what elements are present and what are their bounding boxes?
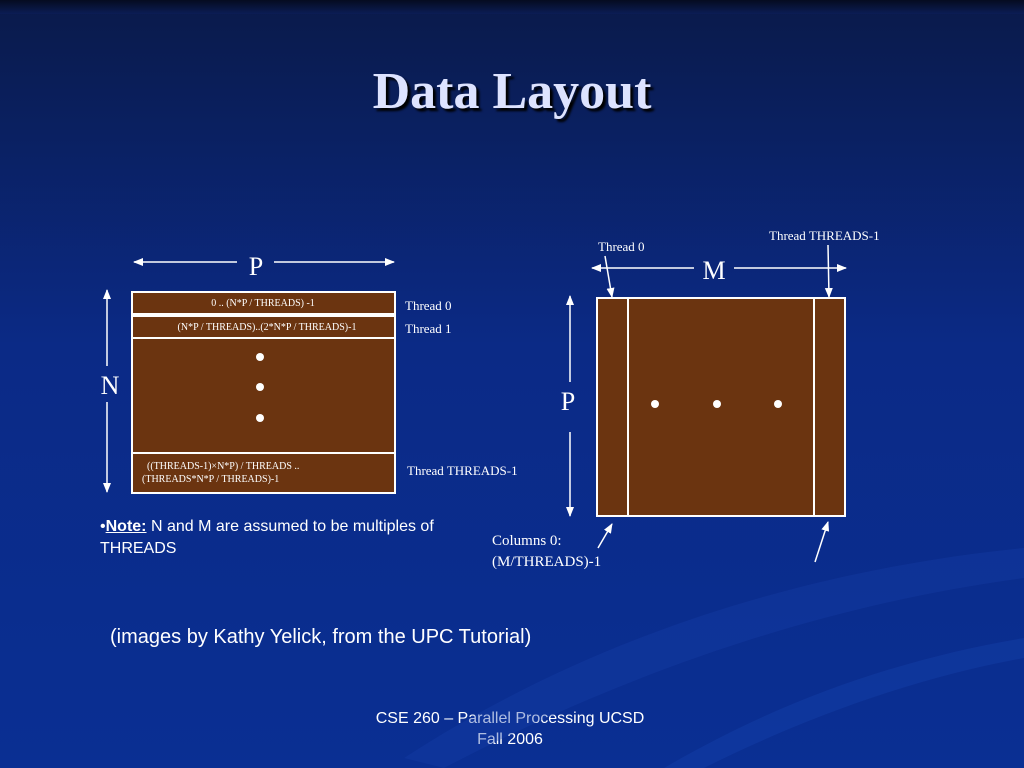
right-ellipsis-dot xyxy=(713,400,721,408)
right-ellipsis-dot xyxy=(651,400,659,408)
right-thread-last-pointer xyxy=(824,244,833,298)
background-swoosh xyxy=(404,548,1024,768)
footer-course: CSE 260 – Parallel Processing UCSD xyxy=(375,710,645,727)
left-thread-label-last: Thread THREADS-1 xyxy=(407,463,518,478)
left-thread-label-1: Thread 1 xyxy=(405,321,452,336)
note-label: Note: xyxy=(105,518,147,535)
right-thread-first-pointer xyxy=(604,255,615,298)
right-thread-last-label: Thread THREADS-1 xyxy=(769,228,880,243)
right-block xyxy=(596,297,846,517)
right-columns-label-1: Columns 0: xyxy=(492,533,562,549)
right-width-label: M xyxy=(702,256,725,285)
top-band xyxy=(0,0,1024,14)
right-thread-first-label: Thread 0 xyxy=(598,239,645,254)
slide-footer: CSE 260 – Parallel Processing UCSD Fall … xyxy=(350,708,670,750)
left-ellipsis-dot xyxy=(256,383,264,391)
right-columns-pointer-last xyxy=(814,521,830,563)
right-ellipsis-dot xyxy=(774,400,782,408)
right-height-label: P xyxy=(561,387,575,416)
note-text: N and M are assumed to be multiples of T… xyxy=(100,518,434,557)
left-height-label: N xyxy=(101,371,120,400)
left-row-1-text: (N*P / THREADS)..(2*N*P / THREADS)-1 xyxy=(178,322,357,333)
right-columns-label-2: (M/THREADS)-1 xyxy=(492,554,601,570)
image-credit: (images by Kathy Yelick, from the UPC Tu… xyxy=(110,626,532,648)
footer-term: Fall 2006 xyxy=(477,731,543,748)
left-row-0-text: 0 .. (N*P / THREADS) -1 xyxy=(211,298,315,309)
left-row-last-text-2: (THREADS*N*P / THREADS)-1 xyxy=(142,474,279,485)
left-ellipsis-dot xyxy=(256,414,264,422)
note-bullet: •Note: N and M are assumed to be multipl… xyxy=(100,516,480,560)
slide-title: Data Layout xyxy=(372,63,652,120)
bullet-glyph: • xyxy=(100,518,106,535)
left-width-label: P xyxy=(249,252,263,281)
right-columns-pointer-first xyxy=(597,523,613,549)
left-thread-label-0: Thread 0 xyxy=(405,298,452,313)
left-block-row-last xyxy=(131,452,396,494)
left-ellipsis-dot xyxy=(256,353,264,361)
left-block-row-0 xyxy=(131,291,396,315)
left-row-last-text-1: ((THREADS-1)×N*P) / THREADS .. xyxy=(147,461,299,472)
